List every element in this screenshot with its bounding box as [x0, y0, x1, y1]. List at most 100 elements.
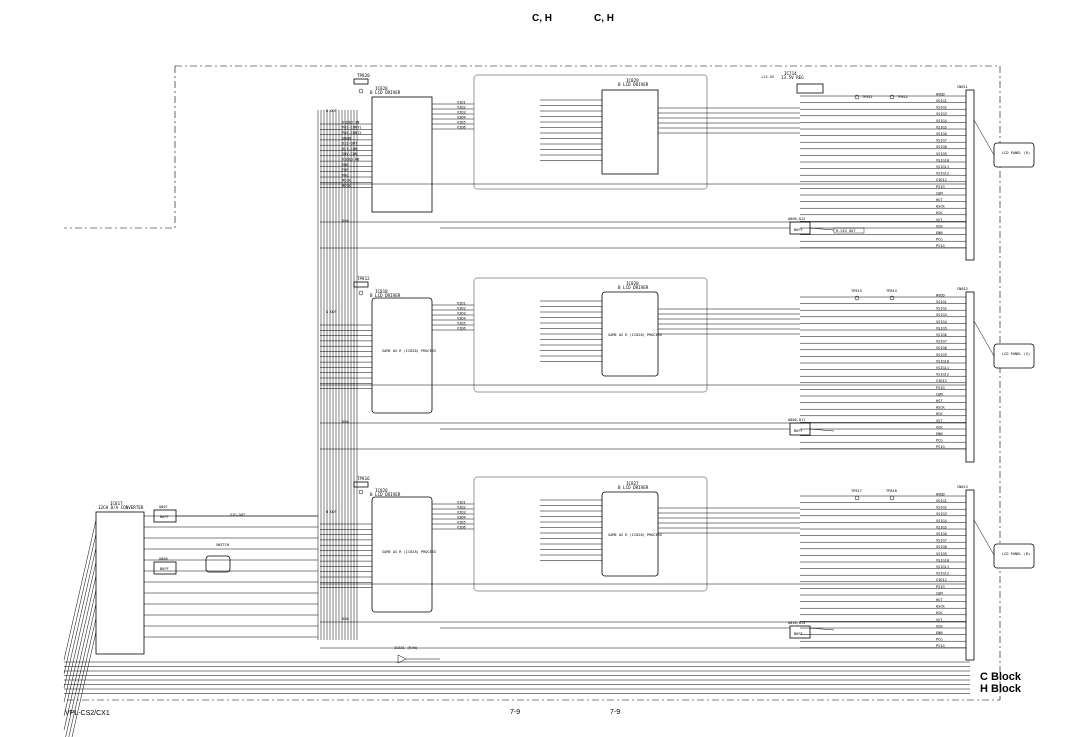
panel-pin: VSIG12 — [936, 172, 949, 176]
lcd-panel-g — [993, 343, 1035, 369]
panel-pin: VSIG1 — [936, 300, 947, 304]
panel-pin: PSIG — [936, 585, 945, 589]
dsw-label-g: DSW — [342, 420, 349, 424]
panel-pin: HCK — [936, 211, 943, 215]
q808-label: Q808 — [159, 557, 168, 561]
tp812-node — [358, 290, 364, 296]
cn813-label: CN813 — [957, 485, 968, 489]
tp814-node — [889, 295, 895, 301]
driver-input-pin: MECK — [342, 184, 351, 188]
vid-label: VID2 — [457, 105, 466, 109]
panel-pin: VSIG8 — [936, 346, 947, 350]
tp822-node — [889, 94, 895, 100]
panel-pin: VSIG5 — [936, 125, 947, 129]
panel-pin: VSIG10 — [936, 558, 949, 562]
driver-input-pin: POS-CONT1 — [342, 126, 361, 130]
vid-label: VID4 — [457, 115, 466, 119]
panel-pin: PSIG — [936, 445, 945, 449]
footer-page-right: 7-9 — [610, 709, 621, 716]
vid-label: VID5 — [457, 120, 466, 124]
ic828-ref: IC828 — [375, 86, 388, 91]
ic826-ref: IC826 — [375, 488, 388, 493]
cn812-box — [965, 291, 975, 463]
q806-812-buff-label: BUFF — [794, 228, 803, 232]
block-label-c: C Block — [980, 671, 1021, 683]
g-out-label: G OUT — [326, 310, 338, 314]
panel-pin: ENB — [936, 432, 943, 436]
buff-out-wire — [809, 227, 835, 231]
tp821-label: TP821 — [862, 95, 873, 99]
header-right-label: C, H — [594, 13, 614, 24]
tp812-box — [353, 281, 369, 288]
panel-pin: HSCK — [936, 605, 945, 609]
panel-pin: VSIG5 — [936, 326, 947, 330]
panel-pin: VSIG1 — [936, 99, 947, 103]
r-channel: TP820 IC828 B LCD DRIVER R OUT IC829 B L… — [326, 71, 1035, 261]
frame-border — [64, 65, 1001, 701]
panel-pin: VSIG12 — [936, 572, 949, 576]
vid-label: VID6 — [457, 326, 466, 330]
tp820-label: TP820 — [357, 73, 370, 78]
sig-out-label: SIG-OUT — [230, 513, 246, 517]
vid-label: VID6 — [457, 125, 466, 129]
panel-pin: VST — [936, 618, 943, 622]
vid-label: VID3 — [457, 510, 466, 514]
ic831-amp — [397, 654, 407, 664]
panel-pin: VSIG12 — [936, 373, 949, 377]
panel-pin: VSIG5 — [936, 525, 947, 529]
q818-813-buff-label: BUFF — [794, 632, 803, 636]
panel-pin: PSIG — [936, 185, 945, 189]
tp816-label: TP816 — [357, 476, 370, 481]
cn811-box — [965, 89, 975, 261]
panel-pin: PCG — [936, 439, 943, 443]
ic827-box — [601, 491, 659, 577]
tp815-node — [854, 295, 860, 301]
header-left-label: C, H — [532, 13, 552, 24]
q808-buff-label: BUFF — [160, 567, 169, 571]
panel-pin: VID12 — [936, 178, 947, 182]
q807-label: Q807 — [159, 505, 168, 509]
ic818-box — [371, 297, 433, 414]
ic818-ref: IC818 — [375, 289, 388, 294]
panel-pin: VSIG7 — [936, 139, 947, 143]
r-out-label: R OUT — [326, 109, 338, 113]
driver-input-pin: DLY-CON — [342, 147, 357, 151]
panel-pin: VST — [936, 419, 943, 423]
q806-812-label: Q806,812 — [788, 217, 805, 221]
tp815-label: TP815 — [851, 289, 862, 293]
dac-in — [63, 561, 97, 703]
panel-pin: VCK — [936, 224, 943, 228]
panel-pin: VSIG11 — [936, 565, 949, 569]
r-sig-out-label: R-SIG OUT — [836, 229, 856, 233]
ic817-ref: IC817 — [110, 501, 123, 506]
q806-811-buff-label: BUFF — [794, 429, 803, 433]
dac-in — [63, 589, 97, 731]
panel-pin: PCG — [936, 638, 943, 642]
panel-pin: VID12 — [936, 379, 947, 383]
panel-link — [973, 320, 995, 357]
tp820-node — [358, 88, 364, 94]
vid-label: VID1 — [457, 500, 466, 504]
driver-input-pin: INV-CON — [342, 152, 357, 156]
panel-pin: VSIG8 — [936, 145, 947, 149]
q818-813-label: Q818,813 — [788, 621, 805, 625]
ic714-box — [796, 83, 824, 94]
panel-pin: VSIG3 — [936, 512, 947, 516]
panel-pin: PSIG — [936, 386, 945, 390]
cn811-label: CN811 — [957, 85, 968, 89]
panel-pin: VSIG9 — [936, 353, 947, 357]
panel-pin: VID12 — [936, 578, 947, 582]
panel-pin: PSIG — [936, 644, 945, 648]
driver-input-pin: MCLK — [342, 179, 351, 183]
q818-813-buff — [789, 625, 811, 639]
panel-pin: VSIG6 — [936, 532, 947, 536]
ic714-ref: IC714 — [784, 71, 797, 76]
panel-pin: HSCK — [936, 205, 945, 209]
ic828g-ref: IC828 — [626, 281, 639, 286]
panel-pin: HCK — [936, 412, 943, 416]
ic827-ref: IC827 — [626, 481, 639, 486]
tp818-node — [889, 495, 895, 501]
panel-pin: VCK — [936, 425, 943, 429]
ic714-name: 13.5V REG — [781, 75, 804, 80]
